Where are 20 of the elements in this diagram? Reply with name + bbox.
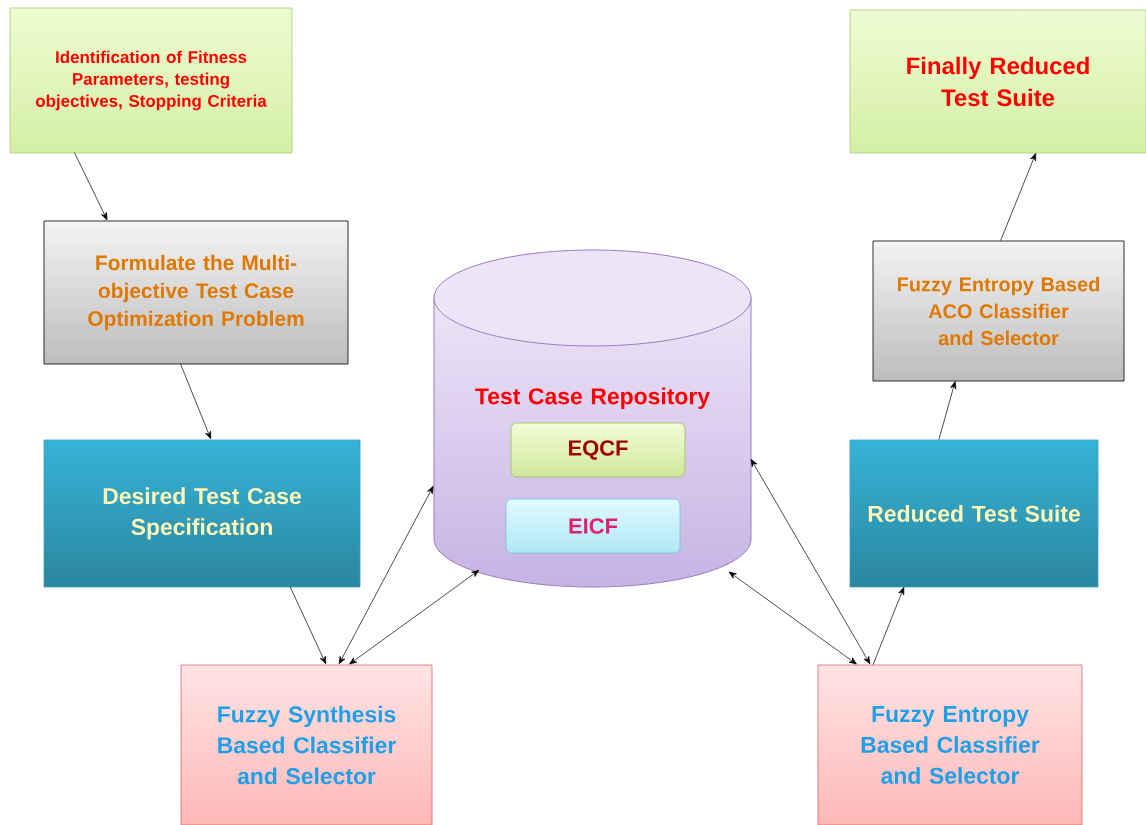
arrow (349, 569, 480, 665)
arrow (1000, 153, 1037, 241)
process-box: Desired Test Case Specification (43, 439, 361, 588)
arrow (750, 459, 871, 665)
title-box: Identification of Fitness Parameters, testing objectives, Stopping Criteria (9, 7, 293, 154)
arrow (938, 381, 957, 440)
module-box: EICF (505, 498, 681, 554)
process-box: Fuzzy Entropy Based Classifier and Selector (817, 664, 1083, 825)
process-box: Fuzzy Synthesis Based Classifier and Selector (180, 664, 433, 825)
arrow (872, 587, 905, 665)
process-box: Reduced Test Suite (849, 439, 1099, 588)
arrow (728, 571, 857, 665)
arrow (74, 152, 108, 221)
arrow (289, 586, 327, 665)
module-box: EQCF (510, 422, 686, 478)
process-box: Fuzzy Entropy Based ACO Classifier and Selector (872, 240, 1125, 382)
process-box: Formulate the Multi-objective Test Case Optimization Problem (43, 220, 349, 365)
arrow (180, 363, 212, 440)
arrow (338, 486, 434, 665)
result-box: Finally Reduced Test Suite (849, 9, 1146, 154)
